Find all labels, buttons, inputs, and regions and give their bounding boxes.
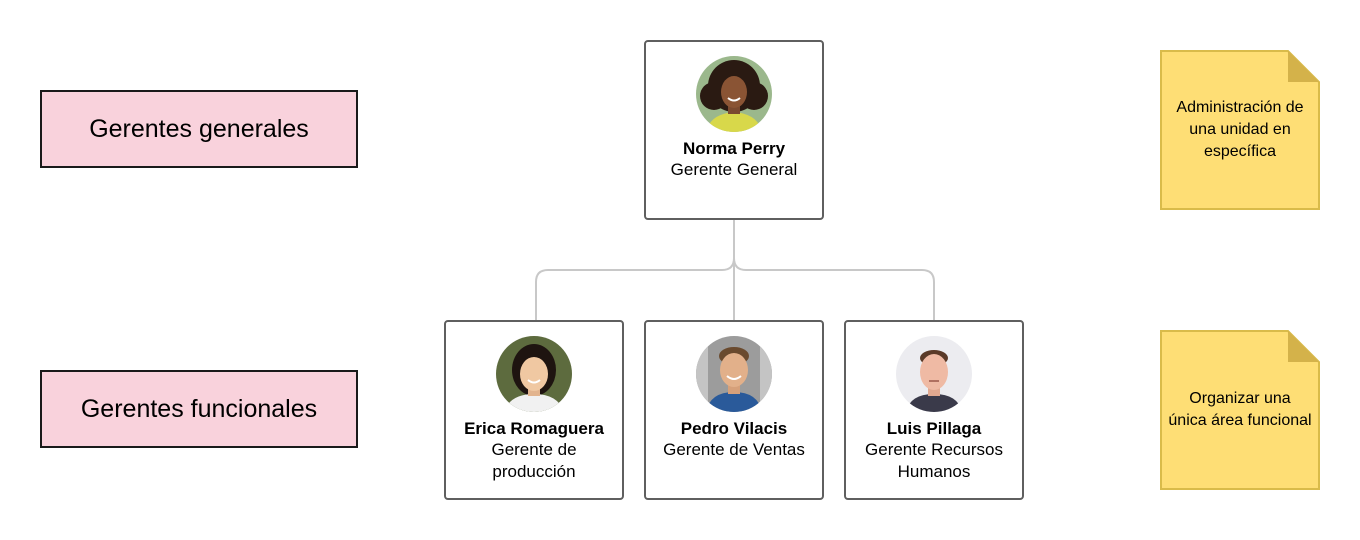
person-name: Norma Perry xyxy=(682,139,786,158)
person-role: Gerente de producción xyxy=(491,440,577,481)
person-photo-icon xyxy=(696,336,772,412)
note-functional: Organizar una única área funcional xyxy=(1160,330,1320,490)
person-photo-icon xyxy=(696,56,772,132)
person-photo-icon xyxy=(496,336,572,412)
person-name: Luis Pillaga xyxy=(886,419,982,438)
person-name: Erica Romaguera xyxy=(464,419,604,438)
person-role: Gerente General xyxy=(670,160,798,179)
avatar xyxy=(696,56,772,132)
level-label-functional: Gerentes funcionales xyxy=(40,370,358,448)
avatar xyxy=(896,336,972,412)
card-norma-perry[interactable]: Norma Perry Gerente General xyxy=(644,40,824,220)
person-name: Pedro Vilacis xyxy=(680,419,788,438)
person-role: Gerente de Ventas xyxy=(663,440,805,459)
card-luis-pillaga[interactable]: Luis Pillaga Gerente Recursos Humanos xyxy=(844,320,1024,500)
avatar xyxy=(496,336,572,412)
sticky-note-shape xyxy=(1160,50,1320,210)
level-label-general: Gerentes generales xyxy=(40,90,358,168)
card-pedro-vilacis[interactable]: Pedro Vilacis Gerente de Ventas xyxy=(644,320,824,500)
avatar xyxy=(696,336,772,412)
note-text: Organizar una única área funcional xyxy=(1168,390,1312,429)
card-erica-romaguera[interactable]: Erica Romaguera Gerente de producción xyxy=(444,320,624,500)
connector-trunk xyxy=(535,220,735,320)
person-role: Gerente Recursos Humanos xyxy=(865,440,1003,481)
sticky-note-shape xyxy=(1160,330,1320,490)
person-photo-icon xyxy=(896,336,972,412)
note-general: Administración de una unidad en específi… xyxy=(1160,50,1320,210)
note-text: Administración de una unidad en específi… xyxy=(1176,99,1304,160)
connector-right xyxy=(733,257,935,320)
